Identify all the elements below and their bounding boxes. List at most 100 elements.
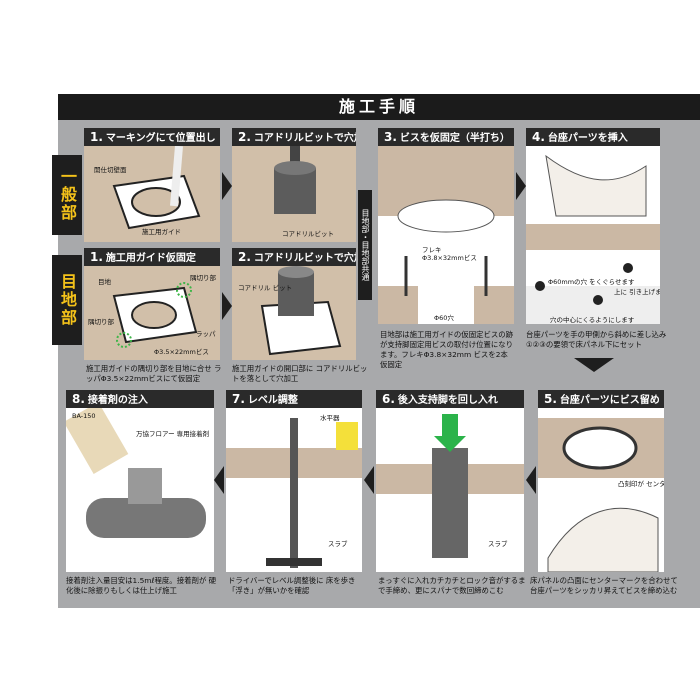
step-header: 8.接着剤の注入 [66, 390, 214, 408]
label: 目地 [98, 278, 111, 286]
step-8-panel: 8.接着剤の注入 万協フロアー 専用接着剤 BA-150 [66, 390, 214, 572]
step-4-panel: 4.台座パーツを挿入 Φ60mmの穴 をくぐらせます 穴の中心にくるようにします… [526, 128, 660, 324]
flow-arrow [222, 172, 232, 200]
core-drill-joint-illustration [232, 266, 356, 360]
illustration: 目地 隅切り部 隅切り部 ラッパ Φ3.5×22mmビス [84, 266, 220, 360]
label: 開仕切壁面 [94, 166, 127, 174]
step-6-panel: 6.後入支持脚を回し入れ スラブ [376, 390, 524, 572]
step-header: 2.コアドリルビットで穴加工 [232, 248, 356, 266]
illustration: 水平器 スラブ [226, 408, 362, 572]
label: Φ60穴 [434, 314, 454, 322]
step-number: 8. [72, 392, 85, 406]
adhesive-injection-illustration [66, 402, 206, 538]
illustration: Φ60mmの穴 をくぐらせます 穴の中心にくるようにします 上に 引き上げます [526, 146, 660, 324]
flow-arrow [214, 466, 224, 494]
label: BA-150 [72, 412, 96, 420]
label: 上に 引き上げます [614, 288, 660, 296]
step-number: 1. [90, 130, 103, 144]
label: Φ60mmの穴 をくぐらせます [548, 278, 635, 286]
side-tab-joint: 目地部 [52, 255, 82, 345]
step-number: 2. [238, 130, 251, 144]
label: スラブ [488, 540, 508, 548]
label: コアドリル ビット [238, 284, 293, 292]
label: 水平器 [320, 414, 340, 422]
step-1-general-panel: 1.マーキングにて位置出し 開仕切壁面 施工用ガイド [84, 128, 220, 242]
label: スラブ [328, 540, 348, 548]
step-number: 4. [532, 130, 545, 144]
step-number: 5. [544, 392, 557, 406]
base-screw-illustration [538, 418, 664, 572]
illustration: コアドリル ビット [232, 266, 356, 360]
step-5-panel: 5.台座パーツにビス留め 凸刻印が センターマーク [538, 390, 664, 572]
step-number: 3. [384, 130, 397, 144]
core-drill-illustration [232, 146, 356, 242]
step-header: 2.コアドリルビットで穴加工 [232, 128, 356, 146]
step-6-caption: まっすぐに入れカチカチとロック音がするまで手締め、更にスパナで数回締めこむ [378, 576, 526, 595]
step-header: 3.ビスを仮固定（半打ち） [378, 128, 514, 146]
label: Φ3.5×22mmビス [154, 348, 209, 356]
step-number: 6. [382, 392, 395, 406]
step-title: 施工用ガイド仮固定 [105, 253, 196, 264]
page-title: 施工手順 [58, 94, 700, 120]
step-title: コアドリルビットで穴加工 [253, 133, 356, 144]
side-tab-general: 一般部 [52, 155, 82, 235]
step-5-caption: 床パネルの凸面にセンターマークを合わせて 台座パーツをシッカリ昇えてビスを締め込… [530, 576, 678, 595]
label: ラッパ [196, 330, 216, 338]
illustration: 開仕切壁面 施工用ガイド [84, 145, 220, 242]
step-4-caption: 台座パーツを手の甲側から斜めに差し込み ①②③の要領で床パネル下にセット [526, 330, 667, 349]
illustration: フレキ Φ3.8×32mmビス Φ60穴 [378, 146, 514, 324]
support-leg-illustration [376, 414, 524, 558]
step-title: コアドリルビットで穴加工 [253, 253, 356, 264]
guide-marking-illustration [84, 145, 220, 242]
step-header: 5.台座パーツにビス留め [538, 390, 664, 408]
screw-fixing-illustration [378, 146, 514, 324]
joint-common-label: 目地部・目地部共通 [358, 190, 372, 300]
step-title: 台座パーツを挿入 [547, 133, 628, 144]
illustration: コアドリルビット [232, 146, 356, 242]
label: 施工用ガイド [142, 228, 181, 236]
step-7-panel: 7.レベル調整 水平器 スラブ [226, 390, 362, 572]
level-adjust-illustration [226, 418, 362, 568]
step-title: 接着剤の注入 [87, 395, 148, 406]
flow-arrow [516, 172, 526, 200]
label: 隅切り部 [190, 274, 216, 282]
flow-arrow [222, 292, 232, 320]
step-number: 7. [232, 392, 245, 406]
step-7-caption: ドライバーでレベル調整後に 床を歩き「浮き」が無いかを確認 [228, 576, 356, 595]
label: 凸刻印が センターマーク [618, 480, 664, 488]
step-header: 6.後入支持脚を回し入れ [376, 390, 524, 408]
step-header: 1.施工用ガイド仮固定 [84, 248, 220, 266]
step-number: 2. [238, 250, 251, 264]
label: フレキ [422, 246, 442, 254]
flow-arrow [526, 466, 536, 494]
guide-fix-illustration [84, 266, 220, 360]
illustration: 万協フロアー 専用接着剤 BA-150 [66, 402, 214, 572]
step-number: 1. [90, 250, 103, 264]
step-title: マーキングにて位置出し [105, 133, 216, 144]
label: 万協フロアー 専用接着剤 [136, 430, 210, 438]
label: 穴の中心にくるようにします [550, 316, 635, 324]
step-header: 7.レベル調整 [226, 390, 362, 408]
illustration: スラブ [376, 408, 524, 572]
step-header: 1.マーキングにて位置出し [84, 128, 220, 146]
label: コアドリルビット [282, 230, 334, 238]
illustration: 凸刻印が センターマーク [538, 408, 664, 572]
step-title: レベル調整 [247, 395, 298, 406]
step-title: 後入支持脚を回し入れ [397, 395, 498, 406]
step-title: 台座パーツにビス留め [559, 395, 660, 406]
step-2-joint-caption: 施工用ガイドの開口部に コアドリルビットを落として穴加工 [232, 364, 368, 383]
step-3-caption: 目地部は施工用ガイドの仮固定ビスの跡が支持脚固定用ビスの取付け位置になります。フ… [380, 330, 514, 369]
step-2-general-panel: 2.コアドリルビットで穴加工 コアドリルビット [232, 128, 356, 242]
step-3-panel: 3.ビスを仮固定（半打ち） フレキ Φ3.8×32mmビス Φ60穴 [378, 128, 514, 324]
step-1-joint-caption: 施工用ガイドの隅切り部を目地に合せ ラッパΦ3.5×22mmビスにて仮固定 [86, 364, 222, 383]
step-8-caption: 接着剤注入量目安は1.5mℓ程度。接着剤が 硬化後に除振りもしくは仕上げ施工 [66, 576, 216, 595]
base-insert-illustration [526, 154, 660, 324]
flow-arrow [364, 466, 374, 494]
label: 隅切り部 [88, 318, 114, 326]
flow-arrow-down [574, 358, 614, 372]
step-header: 4.台座パーツを挿入 [526, 128, 660, 146]
step-1-joint-panel: 1.施工用ガイド仮固定 目地 隅切り部 隅切り部 ラッパ Φ3.5×22mmビス [84, 248, 220, 360]
label: Φ3.8×32mmビス [422, 254, 477, 262]
step-title: ビスを仮固定（半打ち） [399, 133, 510, 144]
step-2-joint-panel: 2.コアドリルビットで穴加工 コアドリル ビット [232, 248, 356, 360]
